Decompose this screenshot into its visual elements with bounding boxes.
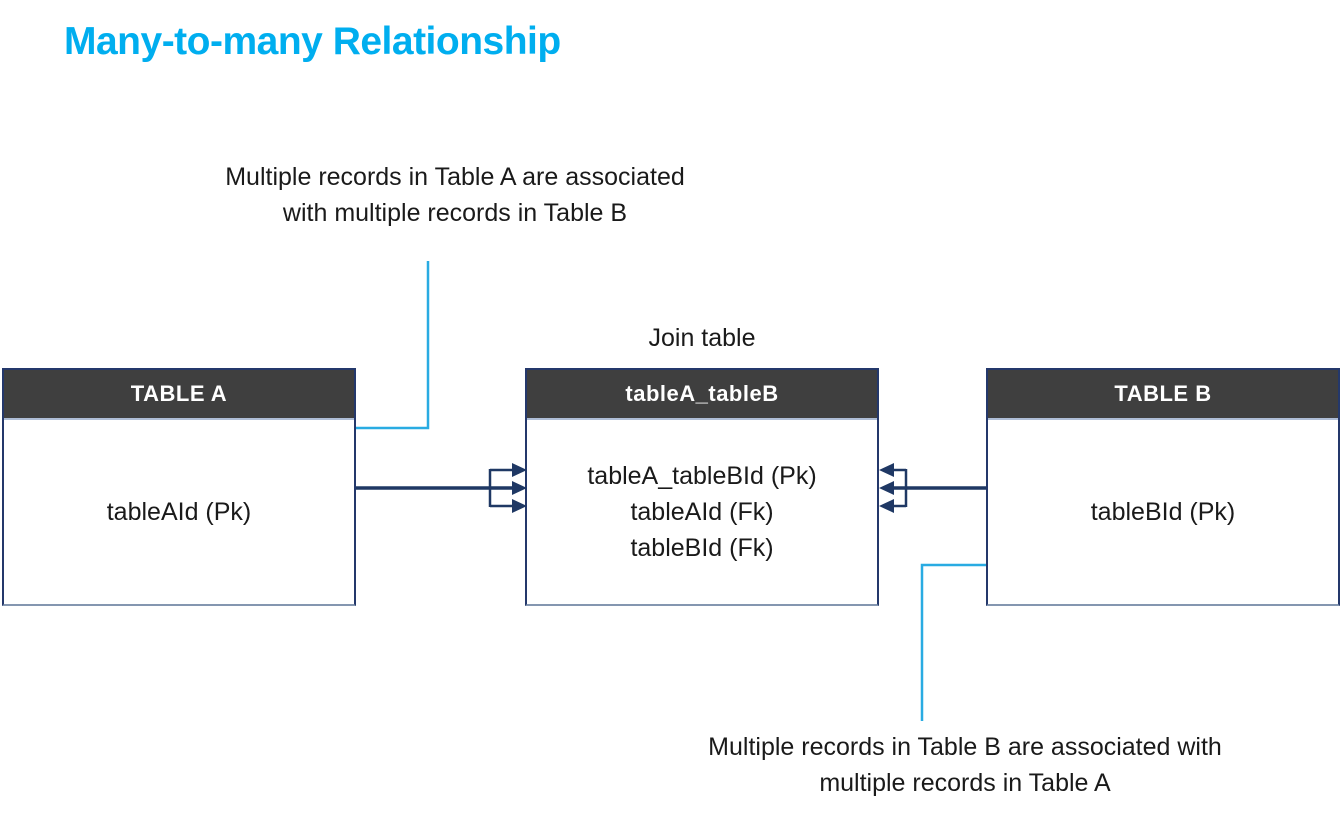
callout-line-table-b [920,563,986,721]
annotation-table-a-line2: with multiple records in Table B [282,199,628,227]
table-b-title: TABLE B [1114,381,1212,406]
annotation-table-b-line1: Multiple records in Table B are associat… [708,733,1222,761]
annotation-table-b: Multiple records in Table B are associat… [620,729,1310,801]
table-row: tableAId (Pk) [106,498,252,526]
table-b-body: tableBId (Pk) [988,420,1338,604]
arrowhead-icon [879,463,894,477]
arrowhead-icon [879,481,894,495]
table-row: tableAId (Fk) [630,498,774,526]
table-b-header: TABLE B [988,370,1338,420]
table-a-body: tableAId (Pk) [4,420,354,604]
annotation-table-a-line1: Multiple records in Table A are associat… [225,163,685,191]
relation-line-table-b-join [879,463,986,513]
join-table-body: tableA_tableBId (Pk) tableAId (Fk) table… [527,420,877,604]
join-table-label: Join table [648,324,756,352]
relation-line-table-a-join [356,463,527,513]
join-table-box: tableA_tableB tableA_tableBId (Pk) table… [525,368,879,606]
table-row: tableA_tableBId (Pk) [587,462,817,490]
table-a-box: TABLE A tableAId (Pk) [2,368,356,606]
callout-line-table-a [356,261,430,430]
page-title: Many-to-many Relationship [64,20,561,63]
table-b-box: TABLE B tableBId (Pk) [986,368,1340,606]
table-row: tableBId (Pk) [1090,498,1236,526]
table-a-header: TABLE A [4,370,354,420]
join-table-title: tableA_tableB [625,381,779,406]
annotation-table-a: Multiple records in Table A are associat… [130,159,780,231]
arrowhead-icon [879,499,894,513]
annotation-table-b-line2: multiple records in Table A [819,769,1111,797]
join-table-header: tableA_tableB [527,370,877,420]
table-a-title: TABLE A [130,381,228,406]
table-row: tableBId (Fk) [630,534,774,562]
